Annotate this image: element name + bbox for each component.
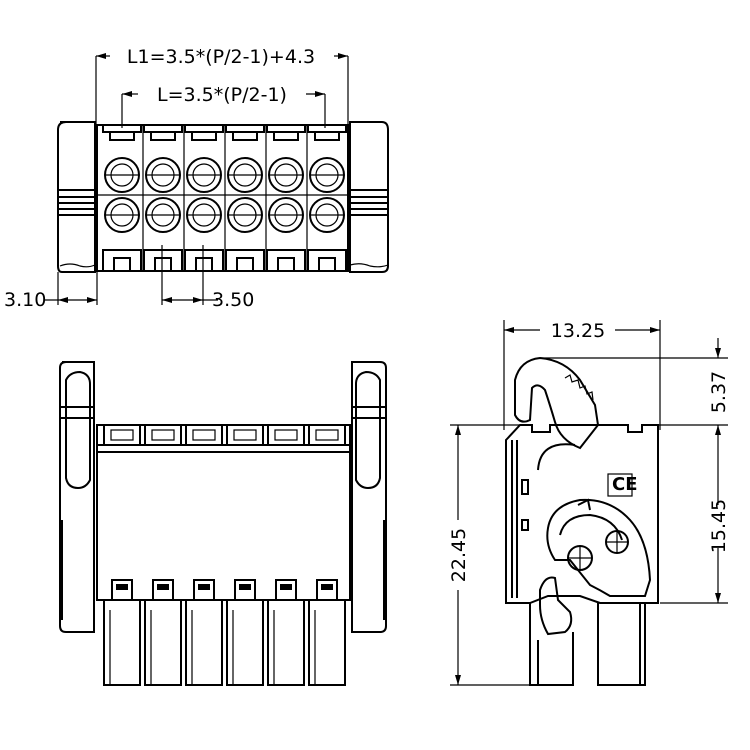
front-bottom-tab-mark xyxy=(198,584,210,590)
side-latch-lever xyxy=(514,356,600,471)
front-pin-leg xyxy=(144,600,182,686)
side-actuator-cam xyxy=(546,498,652,597)
left-flange xyxy=(57,121,96,273)
side-width-label: 13.25 xyxy=(551,320,605,342)
side-width-dimension: 13.25 xyxy=(503,320,661,430)
pitch-label: 3.50 xyxy=(212,289,254,311)
l-formula-label: L=3.5*(P/2-1) xyxy=(157,84,287,106)
front-top-tab xyxy=(103,424,141,446)
front-top-tab-inner xyxy=(274,429,298,441)
bottom-slot-inner xyxy=(113,257,131,271)
l1-dimension: L1=3.5*(P/2-1)+4.3 xyxy=(95,46,349,125)
front-top-tab-inner xyxy=(110,429,134,441)
front-top-tab xyxy=(144,424,182,446)
top-slot xyxy=(307,125,347,133)
front-bottom-tab xyxy=(111,579,133,600)
front-pin-leg xyxy=(308,600,346,686)
top-slot-inner xyxy=(109,132,135,141)
top-slot-inner xyxy=(191,132,217,141)
side-pin-legs xyxy=(529,603,646,686)
front-top-tabs xyxy=(103,424,346,446)
front-top-tab-inner xyxy=(192,429,216,441)
top-slot-inner xyxy=(314,132,340,141)
top-slot xyxy=(184,125,224,133)
front-pin-leg xyxy=(267,600,305,686)
front-pin-leg xyxy=(103,600,141,686)
side-release-hook xyxy=(539,576,573,636)
front-bottom-tab xyxy=(152,579,174,600)
top-view: L1=3.5*(P/2-1)+4.3 L=3.5*(P/2-1) xyxy=(4,46,389,311)
front-view xyxy=(59,361,387,686)
front-bottom-tabs xyxy=(111,579,338,600)
top-slot-inner xyxy=(273,132,299,141)
front-top-tab xyxy=(267,424,305,446)
end-offset-dimension: 3.10 xyxy=(4,272,98,311)
front-pin-leg xyxy=(185,600,223,686)
latch-height-label: 5.37 xyxy=(708,371,730,413)
front-top-tab xyxy=(308,424,346,446)
front-top-tab-inner xyxy=(315,429,339,441)
front-top-tab-inner xyxy=(233,429,257,441)
side-body xyxy=(505,424,659,604)
bottom-slot-inner xyxy=(318,257,336,271)
front-bottom-tab-mark xyxy=(280,584,292,590)
wire-holes xyxy=(97,157,348,233)
front-left-latch xyxy=(59,361,95,633)
bottom-slot xyxy=(266,249,306,271)
bottom-slot-inner xyxy=(236,257,254,271)
bottom-slot-inner xyxy=(154,257,172,271)
bottom-slot xyxy=(307,249,347,271)
bottom-slot xyxy=(102,249,142,271)
side-view: 13.25 5.37 15.45 22.45 xyxy=(448,320,730,686)
right-flange xyxy=(349,121,389,273)
front-top-tab xyxy=(226,424,264,446)
bottom-slot xyxy=(143,249,183,271)
front-bottom-tab xyxy=(316,579,338,600)
front-right-latch xyxy=(351,361,387,633)
front-body-outline xyxy=(96,424,351,601)
latch-height-dimension: 5.37 xyxy=(540,338,730,445)
bottom-slot-inner xyxy=(277,257,295,271)
top-slot xyxy=(102,125,142,133)
front-pin-legs xyxy=(103,600,346,686)
front-bottom-tab-mark xyxy=(239,584,251,590)
front-top-tab-inner xyxy=(151,429,175,441)
front-bottom-tab xyxy=(193,579,215,600)
bottom-slot xyxy=(184,249,224,271)
top-slot-inner xyxy=(232,132,258,141)
front-bottom-tab xyxy=(234,579,256,600)
top-slot-inner xyxy=(150,132,176,141)
front-bottom-tab-mark xyxy=(116,584,128,590)
front-bottom-tab xyxy=(275,579,297,600)
bottom-slot-inner xyxy=(195,257,213,271)
body-height-dimension: 15.45 xyxy=(660,445,730,604)
ce-mark: CE xyxy=(612,474,638,495)
top-slots xyxy=(102,125,347,271)
front-top-tab xyxy=(185,424,223,446)
top-slot xyxy=(143,125,183,133)
top-slot xyxy=(266,125,306,133)
pitch-dimension: 3.50 xyxy=(161,245,254,311)
front-bottom-tab-mark xyxy=(321,584,333,590)
l1-formula-label: L1=3.5*(P/2-1)+4.3 xyxy=(127,46,315,68)
body-height-label: 15.45 xyxy=(708,499,730,553)
front-pin-leg xyxy=(226,600,264,686)
top-slot xyxy=(225,125,265,133)
total-height-label: 22.45 xyxy=(448,528,470,582)
l-dimension: L=3.5*(P/2-1) xyxy=(121,84,326,128)
total-height-dimension: 22.45 xyxy=(448,424,545,686)
front-bottom-tab-mark xyxy=(157,584,169,590)
end-offset-label: 3.10 xyxy=(4,289,46,311)
bottom-slot xyxy=(225,249,265,271)
